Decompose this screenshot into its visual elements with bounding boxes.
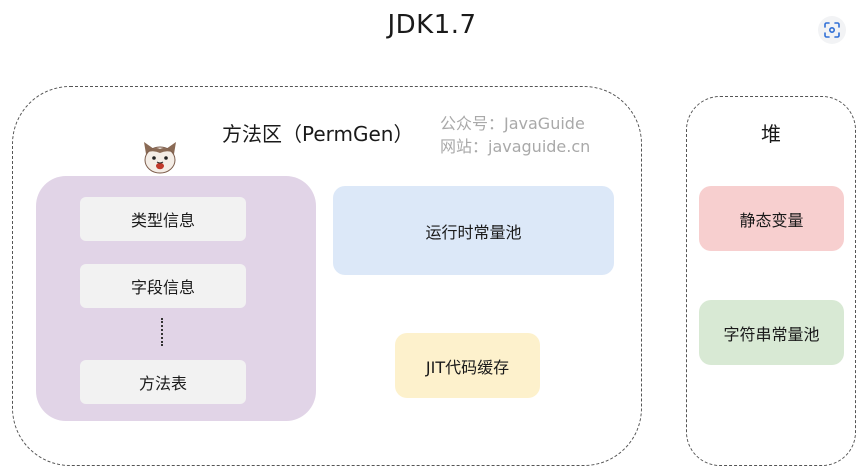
method-area-label: 方法区（PermGen） [222, 122, 414, 146]
ellipsis-divider [161, 318, 163, 346]
watermark-line-1: 公众号：JavaGuide [440, 114, 585, 133]
method-area-container [12, 86, 642, 466]
heap-label: 堆 [761, 122, 781, 146]
scan-button[interactable] [818, 16, 846, 44]
string-constant-pool: 字符串常量池 [699, 300, 844, 365]
watermark: 公众号：JavaGuide 网站：javaguide.cn [440, 112, 590, 158]
jit-code-cache: JIT代码缓存 [395, 333, 540, 398]
method-table-item: 方法表 [80, 360, 246, 404]
field-info-item: 字段信息 [80, 264, 246, 308]
watermark-line-2: 网站：javaguide.cn [440, 137, 591, 156]
runtime-constant-pool: 运行时常量池 [333, 186, 614, 275]
diagram-title: JDK1.7 [387, 10, 477, 40]
static-variables: 静态变量 [699, 186, 844, 251]
scan-icon [824, 22, 840, 38]
type-info-item: 类型信息 [80, 197, 246, 241]
cat-mascot-icon [144, 142, 176, 174]
heap-container [686, 96, 856, 466]
